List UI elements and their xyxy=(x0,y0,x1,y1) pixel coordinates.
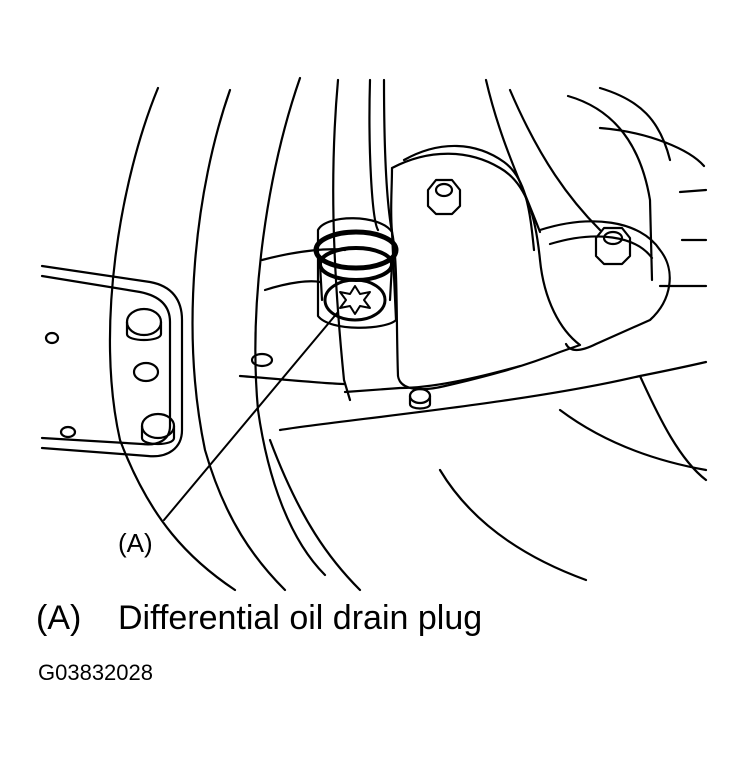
casting-line-2 xyxy=(368,78,380,232)
drain-plug-boss xyxy=(316,217,398,329)
lower-panel-top xyxy=(278,360,708,432)
arch-curve-inner xyxy=(191,88,287,592)
line-art xyxy=(40,76,708,592)
drain-plug-ring xyxy=(313,229,399,271)
upper-bracket-2 xyxy=(566,94,654,282)
housing-bolt-bottom xyxy=(408,387,432,405)
lower-panel-curve xyxy=(438,468,588,582)
bracket-bolt-1 xyxy=(125,307,163,337)
housing-bolt-right xyxy=(594,226,632,266)
upper-bracket-5 xyxy=(508,88,602,232)
housing-outline xyxy=(390,152,582,391)
upper-bracket-3 xyxy=(598,126,706,168)
lower-panel-curve-2 xyxy=(558,408,708,472)
drain-plug-face xyxy=(323,278,387,322)
bracket-hole-1 xyxy=(44,331,60,345)
mid-rib-2 xyxy=(263,280,322,292)
small-boss xyxy=(250,352,274,368)
arch-curve-outer xyxy=(108,86,237,592)
casting-line-3 xyxy=(382,78,394,234)
upper-bracket-1 xyxy=(598,86,672,162)
drain-plug-torx-icon xyxy=(339,285,371,315)
callout-label: (A) xyxy=(118,528,153,558)
housing-bottom xyxy=(343,364,522,394)
bracket-edge xyxy=(40,274,172,446)
upper-bracket-4 xyxy=(484,78,542,234)
bracket-hole-2 xyxy=(59,425,77,439)
lower-panel-edge xyxy=(268,438,362,592)
bracket-bolt-2 xyxy=(132,361,160,383)
arch-curve-mid xyxy=(254,76,327,577)
callout-leader-line xyxy=(163,311,339,521)
right-flange-inner xyxy=(548,235,654,260)
casting-line-1 xyxy=(332,78,352,402)
bracket-plate xyxy=(40,264,184,458)
figure-id: G03832028 xyxy=(38,660,153,685)
legend-key: (A) xyxy=(36,599,81,637)
housing-lip xyxy=(402,144,536,252)
right-flange xyxy=(538,220,671,352)
legend-description: Differential oil drain plug xyxy=(118,599,482,637)
mid-rib-3 xyxy=(238,374,347,386)
housing-bolt-top xyxy=(426,178,462,216)
lower-panel-right xyxy=(638,374,708,482)
right-edge-line-1 xyxy=(678,188,708,194)
